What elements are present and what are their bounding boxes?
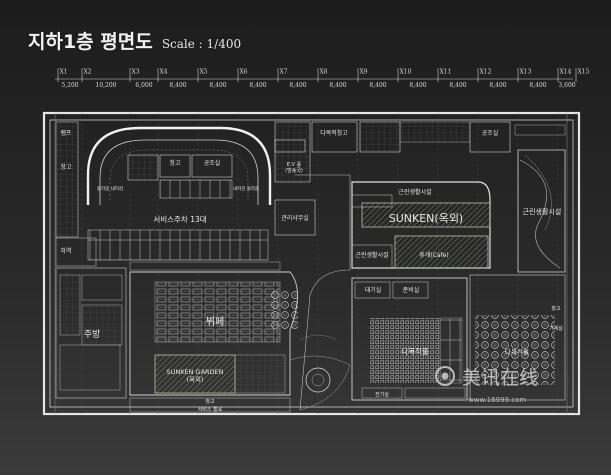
- label-machine-far-right: 기계실: [549, 325, 563, 332]
- axis-span: 8,400: [449, 82, 466, 89]
- label-ramp: 램프: [60, 130, 72, 137]
- parking-area: [55, 121, 281, 271]
- label-kitchen: 주방: [84, 329, 101, 340]
- label-service-parking: 서비스주차 13대: [153, 215, 206, 224]
- sunken-court: [351, 181, 491, 269]
- axis-span: 8,400: [369, 82, 386, 89]
- axis-label: X11: [440, 69, 452, 76]
- label-sunken-garden: SUNKEN GARDEN(옥외): [166, 368, 223, 383]
- label-amenity-top: 근린생활시설: [398, 188, 431, 196]
- axis-label: X6: [240, 69, 248, 76]
- label-multipurpose-hall: 다목적홀: [401, 346, 429, 356]
- axis-span: 3,600: [558, 82, 575, 89]
- axis-span: 8,400: [409, 82, 426, 89]
- axis-label: X4: [160, 69, 168, 76]
- axis-label: X12: [480, 69, 492, 76]
- label-multipurpose-hall-right: 다목적홀: [505, 347, 529, 356]
- label-amenity-left: 근린생활시설: [355, 251, 388, 259]
- label-service-corridor: 서비스 통로: [198, 406, 223, 413]
- label-storage-far-right: 창고: [551, 305, 561, 312]
- central-plaza: [289, 174, 351, 411]
- axis-label: X8: [320, 69, 328, 76]
- axis-label: X14: [560, 69, 572, 76]
- label-ramp-in: 내려감 올라옴: [233, 185, 259, 192]
- label-buffet: 뷔페: [206, 316, 224, 328]
- axis-label: X15: [578, 69, 590, 76]
- label-machine-room: 공조실: [204, 159, 221, 167]
- kitchen-area: [55, 267, 127, 399]
- axis-label: X1: [60, 69, 68, 76]
- title-scale: Scale : 1/400: [161, 37, 242, 51]
- label-storage-top: 창고: [169, 159, 181, 167]
- label-sunken: SUNKEN(옥외): [389, 212, 463, 225]
- label-management-office: 관리사무실: [281, 214, 309, 222]
- core-area: [274, 121, 566, 236]
- axis-span: 8,400: [209, 82, 226, 89]
- outer-walls: [42, 111, 581, 416]
- axis-label: X10: [400, 69, 412, 76]
- axis-label: X13: [520, 69, 532, 76]
- axis-span: 10,200: [96, 82, 117, 89]
- label-cafe: 휴게(Cafe): [419, 251, 448, 259]
- axis-label: X3: [132, 69, 140, 76]
- axis-span: 5,200: [61, 82, 78, 89]
- label-amenity-right: 근린생활시설: [523, 207, 562, 216]
- axis-ticks: [57, 68, 577, 82]
- axis-label: X7: [280, 69, 288, 76]
- label-storage-bottom: 창고: [205, 398, 215, 405]
- axis-span: 8,400: [529, 82, 546, 89]
- axis-label: X5: [200, 69, 208, 76]
- label-waiting-room: 대기실: [365, 286, 382, 294]
- label-disaster-storage: 다목적창고: [320, 129, 348, 137]
- axis-label: X9: [360, 69, 368, 76]
- label-electric-room: 전기실: [375, 391, 389, 398]
- page-title: 지하1층 평면도 Scale : 1/400: [28, 27, 241, 54]
- axis-span: 8,400: [289, 82, 306, 89]
- axis-labels: X1 X2 X3 X4 X5 X6 X7 X8 X9 X10 X11 X12 X13 X14 X15: [60, 69, 590, 76]
- label-prep-room: 준비실: [403, 286, 420, 294]
- axis-span: 6,000: [135, 82, 152, 89]
- axis-span: 8,400: [329, 82, 346, 89]
- axis-label: X2: [84, 69, 92, 76]
- room-labels: 램프 창고 창고 공조실 올라옴 내려감 내려감 올라옴 서비스주차 13대 E…: [60, 129, 563, 413]
- axis-spans: 5,200 10,200 6,000 8,400 8,400 8,400 8,400 8,40…: [61, 82, 575, 89]
- label-unloading: 하역: [60, 247, 71, 255]
- watermark: 美讯在线 www.16999.com: [435, 366, 538, 404]
- label-machine-room-right: 공조실: [482, 129, 499, 137]
- watermark-url: www.16999.com: [468, 396, 526, 404]
- label-storage-left: 창고: [60, 163, 72, 171]
- title-main: 지하1층 평면도: [28, 31, 153, 53]
- buffet-hall: [129, 271, 298, 413]
- axis-span: 8,400: [169, 82, 186, 89]
- axis-span: 8,400: [249, 82, 266, 89]
- watermark-brand: 美讯在线: [462, 367, 538, 389]
- label-ramp-out: 올라옴 내려감: [97, 185, 123, 192]
- label-ev-hall: E.V 홀(방송국): [285, 161, 303, 174]
- multipurpose-hall: [351, 277, 468, 401]
- amenity-right: [469, 149, 566, 401]
- axis-span: 8,400: [489, 82, 506, 89]
